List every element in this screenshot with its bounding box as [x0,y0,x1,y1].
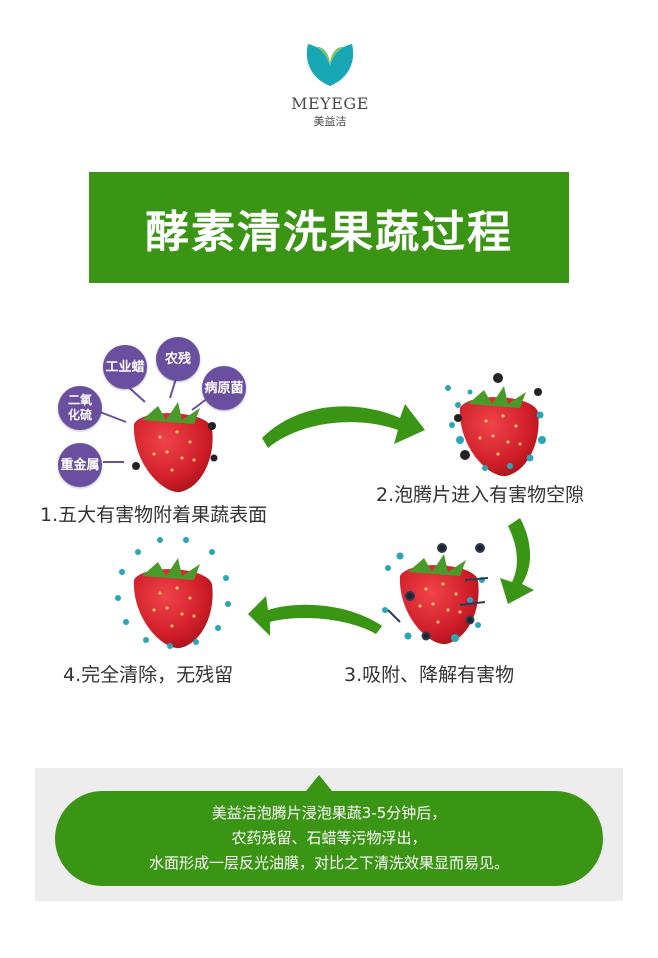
brand-logo: MEYEGE 美益洁 [280,36,380,131]
brand-name-cn: 美益洁 [313,115,347,128]
footer-line-3: 水面形成一层反光油膜，对比之下清洗效果显而易见。 [148,854,509,872]
process-illustration [99,371,546,649]
step-1-label: 1.五大有害物附着果蔬表面 [40,504,268,526]
bubble-ring-4 [115,537,231,649]
footer-line-2: 农药残留、石蜡等污物浮出， [231,829,427,847]
leaf-logo-icon [306,44,354,86]
brand-name-en: MEYEGE [291,94,369,113]
germ-particles-1 [132,422,218,470]
footer-callout: 美益洁泡腾片浸泡果蔬3-5分钟后， 农药残留、石蜡等污物浮出， 水面形成一层反光… [55,791,603,886]
arrow-left [248,596,382,636]
footer-notch [306,775,332,791]
arrow-right [262,404,425,448]
bubble-particles-2 [445,385,546,471]
tag-heavy-metal: 重金属 [58,443,102,487]
title-banner: 酵素清洗果蔬过程 [89,172,569,283]
footer-line-1: 美益洁泡腾片浸泡果蔬3-5分钟后， [211,804,447,822]
tag-pesticide: 农残 [156,337,200,381]
page-title: 酵素清洗果蔬过程 [145,206,513,258]
tag-industrial-wax: 工业蜡 [103,345,147,389]
germ-particles-3 [387,543,489,641]
step-4-label: 4.完全清除，无残留 [63,664,234,686]
strawberry-2 [460,386,539,476]
strawberry-4 [134,558,213,648]
germ-particles-2 [454,373,542,460]
strawberry-1 [134,402,213,492]
step-2-label: 2.泡腾片进入有害物空隙 [376,484,585,506]
arrow-down [500,518,534,604]
tag-sulfur-dioxide: 二氧化硫 [58,386,102,430]
tag-pathogen: 病原菌 [202,366,246,410]
step-3-label: 3.吸附、降解有害物 [344,664,515,686]
